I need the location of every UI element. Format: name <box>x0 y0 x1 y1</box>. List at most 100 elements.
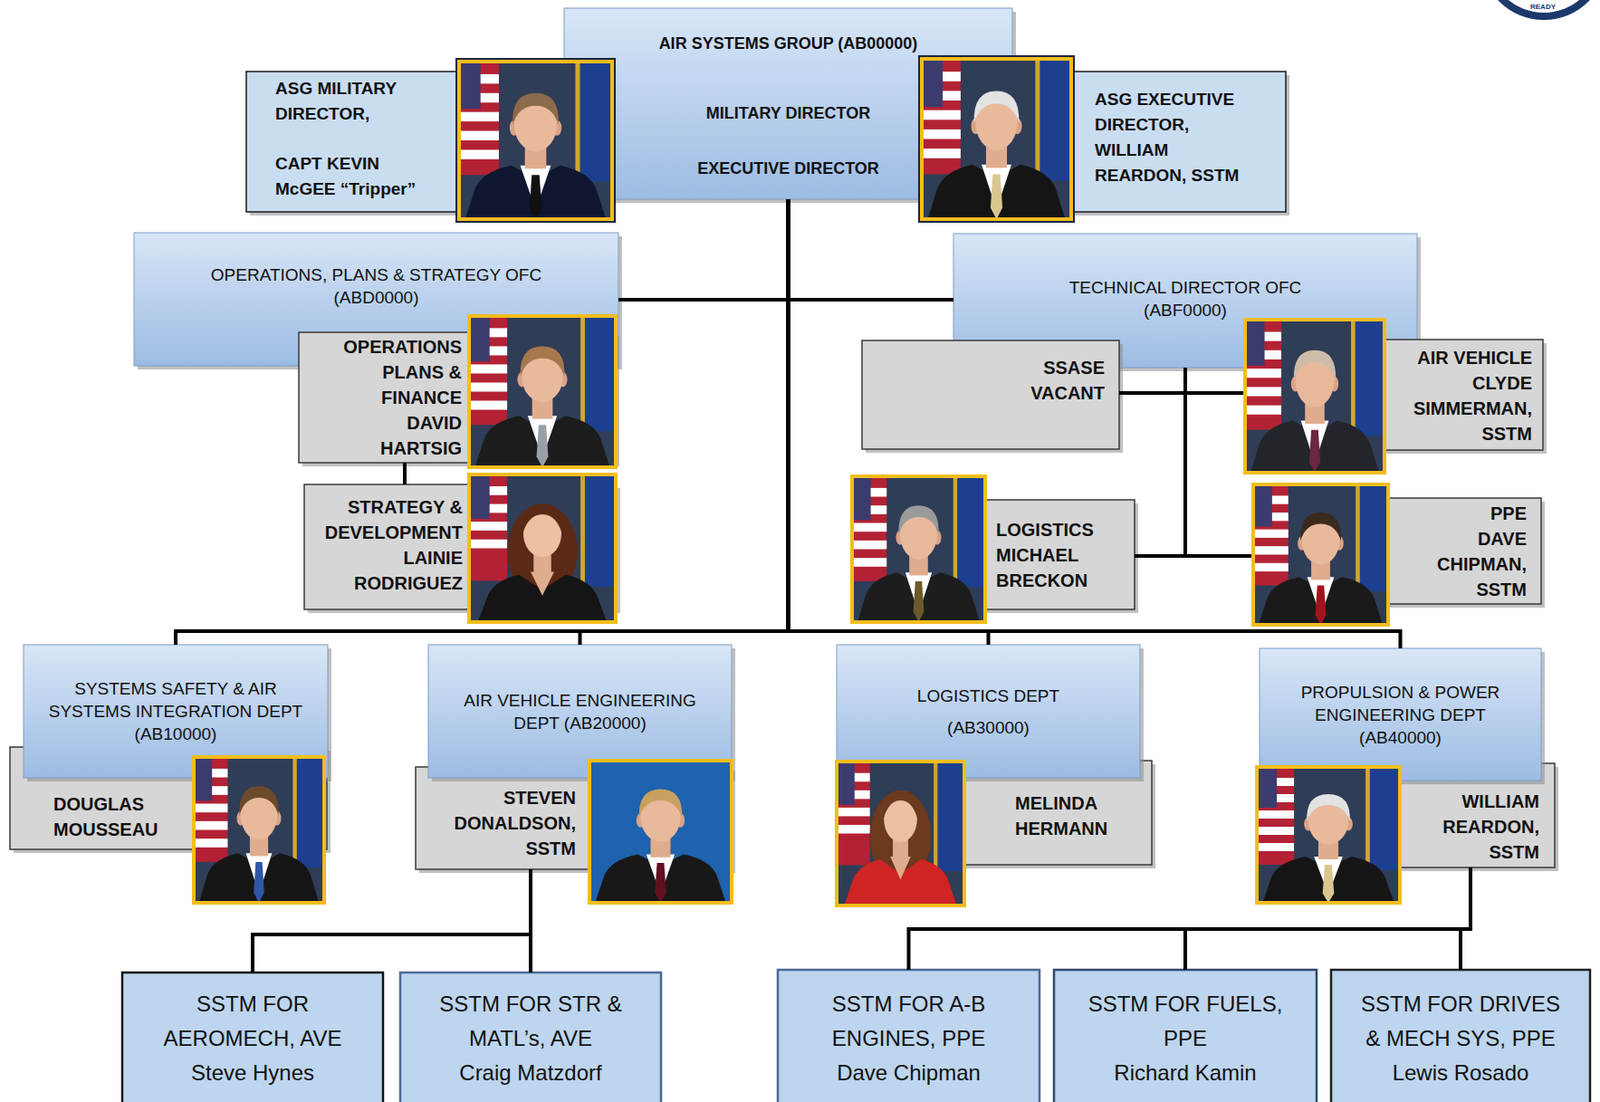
office-box: TECHNICAL DIRECTOR OFC (ABF0000) <box>953 233 1418 368</box>
person-text: DOUGLAS MOUSSEAU <box>53 791 181 843</box>
portrait-photo <box>469 316 616 468</box>
connector-line <box>1119 367 1186 393</box>
department-box-shape <box>1259 648 1545 785</box>
portrait <box>1245 319 1385 473</box>
portrait-photo <box>1253 484 1389 625</box>
person-box: AIR VEHICLECLYDE SIMMERMAN, SSTM <box>1371 339 1543 451</box>
sstm-text: SSTM FOR DRIVES & MECH SYS, PPE <box>1353 986 1568 1056</box>
department-box: AIR VEHICLE ENGINEERING DEPT (AB20000) <box>428 644 732 778</box>
box-fill <box>400 972 662 1102</box>
sstm-text: SSTM FOR STR & MATL’s, AVE <box>423 986 638 1056</box>
director-text: ASG MILITARY DIRECTOR, <box>275 76 439 127</box>
portrait-frame <box>1256 766 1400 903</box>
department-box: PROPULSION & POWER ENGINEERING DEPT (AB4… <box>1259 648 1542 781</box>
connector-line <box>788 199 1401 649</box>
director-box-shape <box>1071 71 1290 216</box>
sstm-box: SSTM FOR FUELS, PPERichard Kamin <box>1053 969 1317 1102</box>
sstm-text: Richard Kamin <box>1078 1055 1293 1091</box>
person-text: MICHAEL BRECKON <box>996 542 1114 594</box>
person-text: MELINDA HERMANN <box>1015 790 1133 842</box>
person-text: AIR VEHICLE <box>1387 344 1533 371</box>
person-box: SSASEVACANT <box>862 340 1120 450</box>
sstm-text: SSTM FOR AEROMECH, AVE <box>145 986 360 1056</box>
person-box-shape <box>1371 498 1545 608</box>
box-fill <box>1071 71 1286 212</box>
sstm-text: Lewis Rosado <box>1353 1055 1568 1091</box>
portrait <box>1256 766 1400 903</box>
portrait-frame <box>589 760 732 903</box>
director-text: CAPT KEVIN McGEE “Tripper” <box>275 151 439 202</box>
portrait-frame <box>852 476 986 623</box>
portrait <box>469 474 616 623</box>
box-fill <box>428 644 732 778</box>
portrait-frame <box>469 474 616 623</box>
portrait <box>836 761 965 906</box>
person-box: DOUGLAS MOUSSEAU <box>9 747 327 850</box>
portrait <box>469 316 616 468</box>
sstm-box: SSTM FOR DRIVES & MECH SYS, PPELewis Ros… <box>1331 969 1591 1102</box>
department-box: LOGISTICS DEPT(AB30000) <box>836 644 1141 778</box>
person-text: STEVEN DONALDSON, SSTM <box>440 785 576 862</box>
person-text: VACANT <box>1030 380 1105 406</box>
connector-line <box>788 199 989 645</box>
department-title: SYSTEMS SAFETY & AIR SYSTEMS INTEGRATION… <box>39 677 312 746</box>
box-fill <box>1259 648 1542 781</box>
sstm-box: SSTM FOR STR & MATL’s, AVECraig Matzdorf <box>400 972 662 1102</box>
office-title: OPERATIONS, PLANS & STRATEGY OFC (ABD000… <box>186 263 567 309</box>
sstm-box: SSTM FOR A-B ENGINES, PPEDave Chipman <box>777 969 1040 1102</box>
portrait <box>193 756 325 903</box>
connector-line <box>175 199 789 645</box>
group-box: AIR SYSTEMS GROUP (AB00000) MILITARY DIRE… <box>564 8 1013 200</box>
portrait-photo <box>852 476 986 623</box>
person-text: SSASE <box>1043 354 1105 381</box>
box-fill <box>246 71 460 212</box>
group-text: AIR SYSTEMS GROUP (AB00000) <box>659 32 919 55</box>
portrait-frame <box>921 58 1072 220</box>
sstm-text: Steve Hynes <box>145 1055 360 1091</box>
sstm-text: SSTM FOR FUELS, PPE <box>1078 986 1293 1056</box>
portrait-photo <box>1256 766 1400 903</box>
person-text: WILLIAM REARDON, SSTM <box>1426 788 1540 865</box>
sstm-box-shape <box>777 969 1040 1102</box>
portrait-photo <box>836 761 965 906</box>
department-title: LOGISTICS DEPT <box>917 684 1060 708</box>
person-text: OPERATIONS PLANS & FINANCE <box>327 334 462 411</box>
portrait <box>852 476 986 623</box>
badge-ring <box>1480 0 1600 20</box>
box-fill <box>862 340 1120 450</box>
portrait <box>455 57 616 223</box>
badge-text: READY <box>1530 2 1556 12</box>
person-box-shape <box>1371 339 1547 454</box>
person-box-shape <box>862 340 1123 453</box>
portrait <box>589 760 732 903</box>
person-box: LOGISTICSMICHAEL BRECKON <box>959 499 1135 610</box>
director-box-shape <box>246 71 463 216</box>
portrait-mat <box>918 55 1075 223</box>
person-box: STRATEGY & DEVELOPMENTLAINIE RODRIGUEZ <box>304 484 617 610</box>
sstm-box-shape <box>1053 969 1317 1102</box>
box-fill <box>122 972 384 1102</box>
sstm-box: SSTM FOR AEROMECH, AVESteve Hynes <box>122 972 384 1102</box>
portrait-frame <box>459 61 613 220</box>
connector-line <box>1460 867 1471 970</box>
portrait-frame <box>469 316 616 468</box>
person-box: STEVEN DONALDSON, SSTM <box>415 766 732 870</box>
person-text: LAINIE RODRIGUEZ <box>313 545 463 596</box>
sstm-box-shape <box>1331 969 1591 1102</box>
person-text: DAVID HARTSIG <box>327 410 462 461</box>
portrait-photo <box>589 760 732 903</box>
person-text: LOGISTICS <box>996 517 1114 543</box>
department-title: PROPULSION & POWER ENGINEERING DEPT (AB4… <box>1287 680 1514 749</box>
department-title: AIR VEHICLE ENGINEERING DEPT (AB20000) <box>449 689 712 735</box>
group-text: MILITARY DIRECTOR <box>706 102 871 125</box>
portrait-photo <box>1245 319 1385 473</box>
sstm-text: Dave Chipman <box>802 1055 1016 1091</box>
person-box: WILLIAM REARDON, SSTM <box>1394 763 1555 868</box>
portrait-mat <box>455 57 616 223</box>
portrait-frame <box>836 761 965 906</box>
person-text: PPE <box>1399 500 1527 527</box>
portrait-photo <box>469 474 616 623</box>
office-title: TECHNICAL DIRECTOR OFC (ABF0000) <box>1049 276 1322 322</box>
portrait <box>918 55 1075 223</box>
